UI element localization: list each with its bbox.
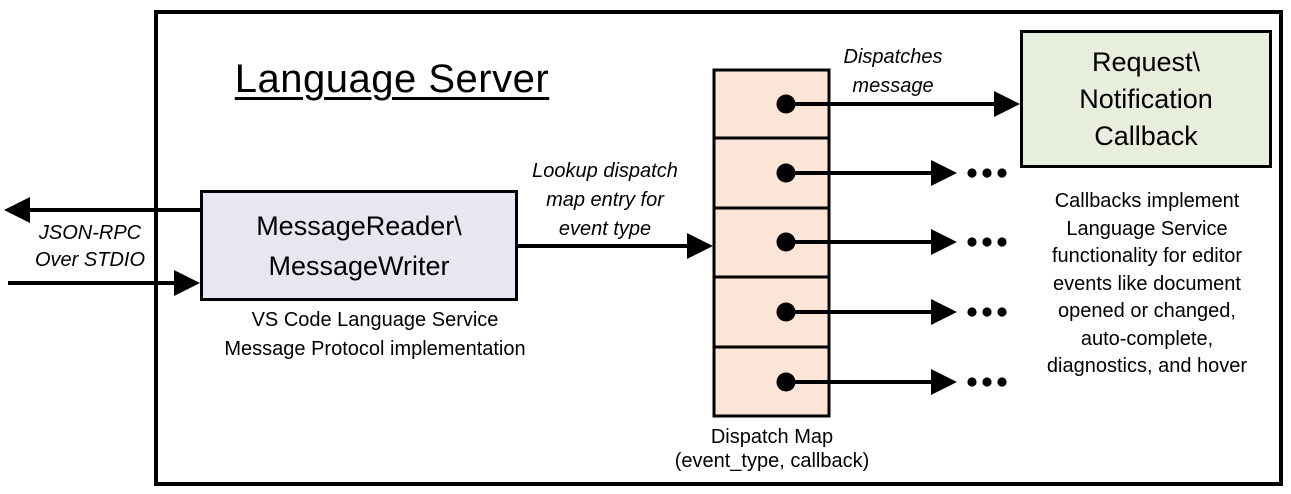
callbacks-note-line1: Callbacks implement	[1054, 190, 1240, 212]
callback-box-line3: Callback	[1094, 120, 1198, 151]
dispatch-map-label-line1: Dispatch Map	[710, 426, 834, 448]
dispatch-map-label-line2: (event_type, callback)	[674, 450, 870, 472]
callbacks-note-line2: Language Service	[1066, 217, 1228, 240]
dispatches-label-line2: message	[852, 75, 934, 97]
lookup-dispatch-label: Lookup dispatch map entry for event type	[510, 157, 700, 244]
dispatches-label-line1: Dispatches	[843, 46, 943, 68]
callbacks-note-line5: opened or changed,	[1058, 300, 1236, 322]
dispatches-message-label: Dispatches message	[818, 43, 968, 101]
json-rpc-stdio-label: JSON-RPC Over STDIO	[20, 220, 160, 274]
io-label-line2: Over STDIO	[34, 249, 145, 271]
callback-box-line2: Notification	[1079, 83, 1213, 114]
request-notification-callback-box: Request\ Notification Callback	[1020, 30, 1272, 168]
reader-box-line2: MessageWriter	[268, 250, 450, 281]
callbacks-note-line6: auto-complete,	[1080, 327, 1214, 350]
reader-box-line1: MessageReader\	[256, 210, 462, 241]
callbacks-note-line7: diagnostics, and hover	[1046, 355, 1248, 377]
diagram-title-text: Language Server	[234, 57, 550, 101]
callbacks-note: Callbacks implement Language Service fun…	[1014, 188, 1280, 381]
lookup-label-line1: Lookup dispatch	[532, 160, 678, 182]
diagram-title: Language Server	[192, 57, 592, 102]
dispatch-map-label: Dispatch Map (event_type, callback)	[652, 425, 892, 473]
callbacks-note-line3: functionality for editor	[1051, 245, 1243, 267]
callback-box-line1: Request\	[1091, 46, 1201, 77]
message-reader-writer-box: MessageReader\ MessageWriter	[200, 190, 518, 301]
io-label-line1: JSON-RPC	[38, 222, 142, 244]
callbacks-note-line4: events like document	[1053, 272, 1241, 295]
reader-caption-line1: VS Code Language Service	[251, 309, 499, 331]
reader-caption: VS Code Language Service Message Protoco…	[185, 306, 565, 364]
lookup-label-line3: event type	[558, 218, 652, 240]
reader-caption-line2: Message Protocol implementation	[224, 338, 526, 360]
lookup-label-line2: map entry for	[546, 189, 664, 211]
